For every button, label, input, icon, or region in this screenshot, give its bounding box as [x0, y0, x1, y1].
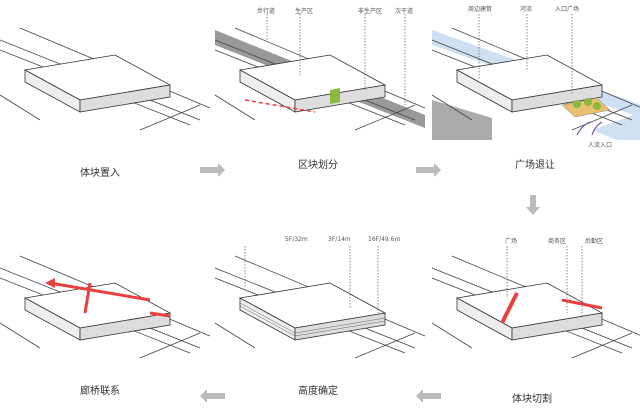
caption-step-1: 体块置入: [80, 168, 120, 179]
label: 商务区: [548, 238, 567, 245]
label: 5F/32m: [285, 236, 308, 243]
caption-step-2: 区块划分: [298, 160, 338, 171]
label: 生产区: [295, 8, 314, 15]
panel-6: [0, 255, 211, 359]
panel-2: [214, 14, 426, 131]
panel-3: [431, 14, 640, 140]
panel-1: [0, 27, 211, 131]
label: 次干道: [395, 8, 414, 15]
label: 非生产区: [358, 8, 383, 15]
label: 步行道: [257, 8, 276, 15]
panel-5: [214, 246, 426, 359]
panel-4: [431, 246, 640, 359]
label: 入口广场: [555, 6, 580, 13]
caption-step-3: 广场退让: [515, 160, 555, 171]
label: 人流入口: [588, 142, 613, 149]
label: 周边建筑: [468, 6, 493, 13]
label: 16F/49.6m: [368, 236, 401, 243]
label: 3F/14m: [328, 236, 351, 243]
flow-arrows: [200, 163, 540, 403]
caption-step-5: 高度确定: [298, 386, 338, 397]
label: 河流: [520, 6, 533, 13]
caption-step-4: 体块切割: [512, 394, 552, 405]
label: 后勤区: [585, 238, 604, 245]
caption-step-6: 廊桥联系: [80, 386, 120, 397]
label: 广场: [505, 238, 518, 245]
